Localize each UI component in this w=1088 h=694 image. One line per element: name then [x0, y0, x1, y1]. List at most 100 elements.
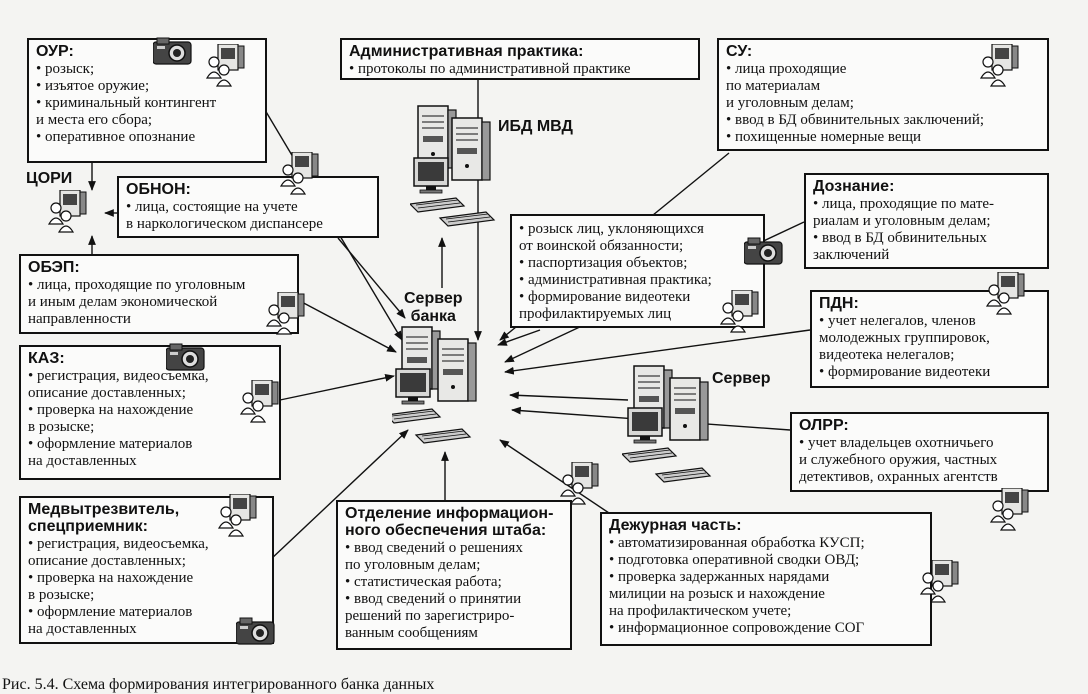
box-pdn-item: учет нелегалов, членов [819, 313, 1041, 330]
box-olrr-item: учет владельцев охотничьего [799, 435, 1041, 452]
box-su-item: похищенные номерные вещи [726, 129, 1041, 146]
arrow-kaz-bank [279, 373, 395, 401]
arrow-center-bank [497, 329, 541, 346]
su-workstation-icon [980, 44, 1019, 87]
kaz-workstation-icon [240, 380, 279, 423]
arrow-obnon-bank [337, 237, 406, 319]
duty-workstation-icon [920, 560, 959, 603]
label-ibd: ИБД МВД [498, 118, 573, 135]
box-center-item: от воинской обязанности; [519, 238, 684, 254]
box-dozn-item: риалам и уголовным делам; [813, 213, 991, 229]
box-center-item: профилактируемых лиц [519, 306, 672, 322]
box-medv-item: оформление материалов [28, 604, 266, 621]
box-dozn-item: ввод в БД обвинительных [813, 230, 1041, 247]
box-obep-item: и иным делам экономической [28, 294, 218, 310]
box-kaz-item: описание доставленных; [28, 385, 186, 401]
box-our-item: оперативное опознание [36, 129, 259, 146]
our-workstation-icon [206, 44, 245, 87]
box-otdel-item: ванным сообщениям [345, 625, 478, 641]
box-kaz-item: оформление материалов [28, 436, 273, 453]
box-otdel: Отделение информацион-ного обеспечения ш… [336, 500, 572, 650]
box-otdel-title: Отделение информацион-ного обеспечения ш… [345, 505, 554, 539]
arrow-medv-bank [269, 429, 409, 561]
obep-workstation-icon [266, 292, 305, 335]
olrr-workstation-icon [990, 488, 1029, 531]
box-dozn-item: лица, проходящие по мате- [813, 196, 1041, 213]
box-olrr: ОЛРР: учет владельцев охотничьего и служ… [790, 412, 1049, 492]
box-olrr-item: детективов, охранных агентств [799, 469, 998, 485]
arrow-duty-bank [499, 439, 613, 516]
box-center-item: формирование видеотеки [519, 289, 757, 306]
box-adm-item: протоколы по административной практике [349, 61, 692, 78]
box-su-title: СУ: [726, 43, 753, 60]
box-medv-item: регистрация, видеосъемка, [28, 536, 266, 553]
box-olrr-title: ОЛРР: [799, 417, 849, 434]
box-obep: ОБЭП: лица, проходящие по уголовным и ин… [19, 254, 299, 334]
box-obep-item: лица, проходящие по уголовным [28, 277, 291, 294]
box-kaz-item: на доставленных [28, 453, 137, 469]
box-obnon: ОБНОН: лица, состоящие на учете в наркол… [117, 176, 379, 238]
box-our-item: и места его сбора; [36, 112, 153, 128]
label-bank: Сервер банка [404, 290, 463, 325]
box-su: СУ: лица проходящие по материалам и угол… [717, 38, 1049, 151]
box-center-item: административная практика; [519, 272, 757, 289]
box-adm-title: Административная практика: [349, 43, 584, 60]
box-dozn-title: Дознание: [813, 178, 895, 195]
box-su-item: ввод в БД обвинительных заключений; [726, 112, 1041, 129]
center-camera-icon [744, 237, 783, 265]
box-duty-item: информационное сопровождение СОГ [609, 620, 924, 637]
server-cluster-icon [622, 365, 711, 483]
box-kaz-title: КАЗ: [28, 350, 65, 367]
pdn-workstation-icon [986, 272, 1025, 315]
box-duty: Дежурная часть: автоматизированная обраб… [600, 512, 932, 646]
box-medv-title: Медвытрезвитель, спецприемник: [28, 501, 180, 535]
box-our-title: ОУР: [36, 43, 74, 60]
label-cori: ЦОРИ [26, 170, 73, 187]
medv-workstation-icon [218, 494, 257, 537]
box-su-item: и уголовным делам; [726, 95, 854, 111]
box-obnon-item: лица, состоящие на учете [126, 199, 371, 216]
box-kaz-item: в розыске; [28, 419, 95, 435]
cori-workstation-icon [48, 190, 87, 233]
box-duty-item: на профилактическом учете; [609, 603, 792, 619]
box-center-item: розыск лиц, уклоняющихся [519, 221, 757, 238]
box-duty-title: Дежурная часть: [609, 517, 742, 534]
box-obep-item: направленности [28, 311, 131, 327]
our-camera-icon [153, 37, 192, 65]
box-otdel-item: по уголовным делам; [345, 557, 481, 573]
box-otdel-item: статистическая работа; [345, 574, 564, 591]
arrow-pdn-bank [504, 329, 811, 375]
box-our-item: изъятое оружие; [36, 78, 259, 95]
box-medv-item: на доставленных [28, 621, 137, 637]
box-medv-item: описание доставленных; [28, 553, 186, 569]
otdel-workstation-icon [560, 462, 599, 505]
box-kaz: КАЗ: регистрация, видеосъемка, описание … [19, 345, 281, 480]
box-adm: Административная практика: протоколы по … [340, 38, 700, 80]
arrow-obep-bank [297, 299, 397, 353]
box-dozn: Дознание: лица, проходящие по мате- риал… [804, 173, 1049, 269]
box-duty-item: подготовка оперативной сводки ОВД; [609, 552, 924, 569]
kaz-camera-icon [166, 343, 205, 371]
box-duty-item: милиции на розыск и нахождение [609, 586, 825, 602]
bank-server-icon [392, 326, 477, 444]
figure-caption: Рис. 5.4. Схема формирования интегрирова… [2, 676, 435, 693]
center-workstation-icon [720, 290, 759, 333]
box-su-item: по материалам [726, 78, 821, 94]
box-su-item: лица проходящие [726, 61, 1041, 78]
box-medv-item: проверка на нахождение [28, 570, 266, 587]
box-pdn-item: формирование видеотеки [819, 364, 1041, 381]
box-kaz-item: проверка на нахождение [28, 402, 273, 419]
box-pdn-item: молодежных группировок, [819, 330, 990, 346]
box-duty-item: автоматизированная обработка КУСП; [609, 535, 924, 552]
box-medv-item: в розыске; [28, 587, 95, 603]
box-obnon-item: в наркологическом диспансере [126, 216, 323, 232]
box-otdel-item: решений по зарегистриро- [345, 608, 515, 624]
box-pdn-item: видеотека нелегалов; [819, 347, 955, 363]
arrow-server-bank [509, 391, 629, 401]
box-otdel-item: ввод сведений о решениях [345, 540, 564, 557]
box-our-item: розыск; [36, 61, 259, 78]
box-dozn-item: заключений [813, 247, 890, 263]
box-otdel-item: ввод сведений о принятии [345, 591, 564, 608]
box-pdn: ПДН: учет нелегалов, членов молодежных г… [810, 290, 1049, 388]
box-our-item: криминальный контингент [36, 95, 259, 112]
